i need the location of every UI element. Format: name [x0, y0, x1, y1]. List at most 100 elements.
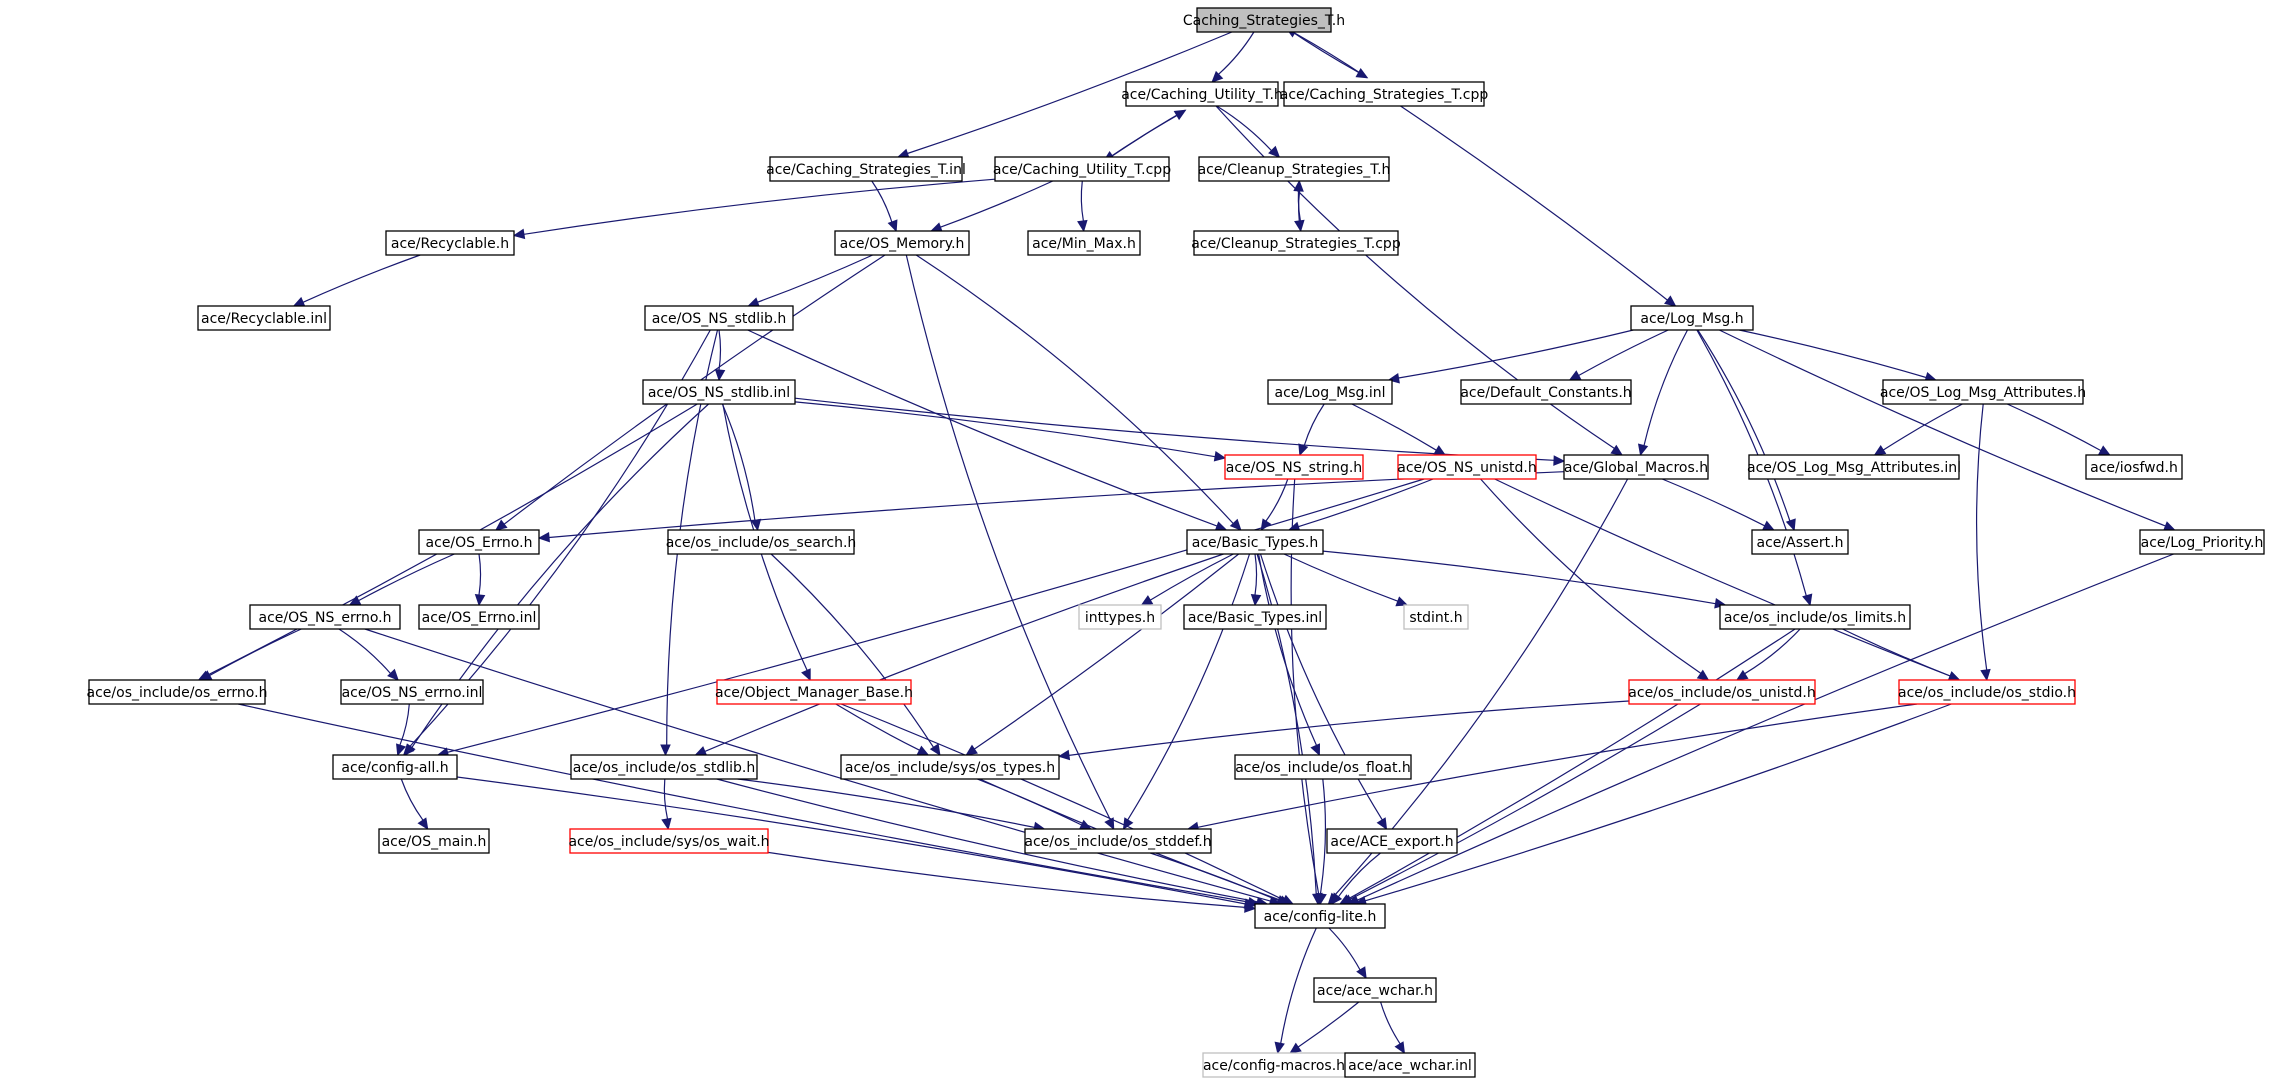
node-global-macros-h[interactable]: ace/Global_Macros.h	[1563, 454, 1709, 480]
arrowhead-basic_types_h-to-os_types_h	[965, 744, 978, 756]
node-caching-strategies-cpp[interactable]: ace/Caching_Strategies_T.cpp	[1280, 81, 1489, 107]
edge-os_include_errno_h-to-config_lite_h	[238, 703, 1250, 903]
arrowhead-config_all_h-to-os_main_h	[417, 817, 429, 831]
node-stdint-h: stdint.h	[1403, 604, 1469, 630]
node-iosfwd-h[interactable]: ace/iosfwd.h	[2085, 454, 2183, 480]
node-log-priority-h[interactable]: ace/Log_Priority.h	[2139, 529, 2265, 555]
node-os-ns-errno-h[interactable]: ace/OS_NS_errno.h	[249, 604, 401, 630]
node-os-memory-h[interactable]: ace/OS_Memory.h	[834, 230, 970, 256]
node-config-all-h[interactable]: ace/config-all.h	[332, 754, 458, 780]
edge-caching_utility_h-to-cleanup_h	[1216, 105, 1272, 152]
node-recyclable-h[interactable]: ace/Recyclable.h	[385, 230, 515, 256]
edge-config_all_h-to-config_lite_h	[456, 776, 1246, 905]
node-box	[569, 828, 769, 854]
edge-log_msg_h-to-os_log_msg_attr_h	[1739, 329, 1927, 379]
node-box	[1403, 604, 1469, 630]
node-os-stddef-h[interactable]: ace/os_include/os_stddef.h	[1024, 828, 1212, 854]
node-box	[1326, 828, 1458, 854]
edge-caching_utility_cpp-to-os_memory_h	[940, 180, 1054, 228]
node-label: ace/iosfwd.h	[2090, 460, 2178, 476]
edge-log_msg_inl-to-os_ns_string_h	[1303, 403, 1325, 447]
arrowhead-log_msg_inl-to-os_ns_string_h	[1298, 443, 1309, 457]
node-os-ns-errno-inl[interactable]: ace/OS_NS_errno.inl	[340, 679, 484, 705]
node-default-constants-h[interactable]: ace/Default_Constants.h	[1460, 379, 1632, 405]
node-box	[1628, 679, 1816, 705]
node-box	[1882, 379, 2084, 405]
node-os-include-stdlib-h[interactable]: ace/os_include/os_stdlib.h	[570, 754, 758, 780]
node-os-ns-stdlib-h[interactable]: ace/OS_NS_stdlib.h	[644, 305, 794, 331]
node-min-max-h[interactable]: ace/Min_Max.h	[1027, 230, 1141, 256]
node-root[interactable]: Caching_Strategies_T.h	[1183, 7, 1345, 33]
node-basic-types-h[interactable]: ace/Basic_Types.h	[1186, 529, 1324, 555]
node-os-log-msg-attr-inl[interactable]: ace/OS_Log_Msg_Attributes.inl	[1747, 454, 1961, 480]
node-os-errno-inl[interactable]: ace/OS_Errno.inl	[418, 604, 540, 630]
arrowhead-os_log_msg_attr_h-to-os_include_stdio_h	[1980, 668, 1991, 682]
node-log-msg-h[interactable]: ace/Log_Msg.h	[1630, 305, 1754, 331]
node-os-ns-string-h[interactable]: ace/OS_NS_string.h	[1224, 454, 1364, 480]
node-os-include-stdio-h[interactable]: ace/os_include/os_stdio.h	[1898, 679, 2076, 705]
arrowhead-os_log_msg_attr_h-to-os_log_msg_attr_inl	[1873, 444, 1887, 456]
node-box	[1183, 604, 1327, 630]
edge-log_msg_h-to-assert_h	[1697, 329, 1791, 522]
node-basic-types-inl[interactable]: ace/Basic_Types.inl	[1183, 604, 1327, 630]
node-box	[644, 305, 794, 331]
arrowhead-os_ns_errno_inl-to-config_all_h	[396, 743, 407, 757]
node-assert-h[interactable]: ace/Assert.h	[1751, 529, 1849, 555]
node-label: ace/config-all.h	[341, 760, 448, 776]
node-config-lite-h[interactable]: ace/config-lite.h	[1254, 903, 1386, 929]
edge-os_include_stdlib_h-to-os_wait_h	[663, 778, 669, 820]
node-label: ace/OS_NS_errno.inl	[342, 685, 483, 701]
node-label: ace/OS_NS_unistd.h	[1397, 460, 1537, 476]
edge-config_all_h-to-os_main_h	[400, 778, 424, 821]
node-os-main-h[interactable]: ace/OS_main.h	[378, 828, 490, 854]
node-ace-wchar-h[interactable]: ace/ace_wchar.h	[1313, 977, 1437, 1003]
node-label: ace/Caching_Utility_T.h	[1121, 87, 1283, 103]
node-box	[249, 604, 401, 630]
node-label: ace/os_include/os_stddef.h	[1024, 834, 1211, 850]
node-caching-utility-h[interactable]: ace/Caching_Utility_T.h	[1121, 81, 1283, 107]
arrowhead-log_msg_h-to-os_limits_h	[1802, 593, 1813, 607]
node-box	[385, 230, 515, 256]
node-box	[1283, 81, 1485, 107]
edge-caching_utility_cpp-to-min_max_h	[1080, 180, 1084, 222]
edge-os_errno_h-to-os_ns_errno_h	[358, 553, 455, 602]
arrowhead-caching_utility_h-to-cleanup_h	[1268, 145, 1281, 158]
node-label: ace/ace_wchar.inl	[1348, 1058, 1472, 1074]
node-box	[840, 754, 1060, 780]
node-ace-export-h[interactable]: ace/ACE_export.h	[1326, 828, 1458, 854]
node-recyclable-inl[interactable]: ace/Recyclable.inl	[197, 305, 331, 331]
node-os-wait-h[interactable]: ace/os_include/sys/os_wait.h	[568, 828, 770, 854]
node-object-manager-base-h[interactable]: ace/Object_Manager_Base.h	[715, 679, 913, 705]
edge-os_log_msg_attr_h-to-os_log_msg_attr_inl	[1882, 403, 1963, 451]
node-caching-utility-cpp[interactable]: ace/Caching_Utility_T.cpp	[993, 156, 1171, 182]
node-label: ace/os_include/sys/os_types.h	[845, 760, 1055, 776]
node-os-log-msg-attr-h[interactable]: ace/OS_Log_Msg_Attributes.h	[1880, 379, 2086, 405]
node-os-float-h[interactable]: ace/os_include/os_float.h	[1234, 754, 1412, 780]
node-os-include-unistd-h[interactable]: ace/os_include/os_unistd.h	[1628, 679, 1816, 705]
node-cleanup-h[interactable]: ace/Cleanup_Strategies_T.h	[1198, 156, 1391, 182]
node-caching-strategies-inl[interactable]: ace/Caching_Strategies_T.inl	[766, 156, 966, 182]
node-os-include-errno-h[interactable]: ace/os_include/os_errno.h	[87, 679, 268, 705]
arrowhead-os_include_unistd_h-to-os_types_h	[1057, 749, 1071, 761]
node-log-msg-inl[interactable]: ace/Log_Msg.inl	[1267, 379, 1393, 405]
node-cleanup-cpp[interactable]: ace/Cleanup_Strategies_T.cpp	[1191, 230, 1401, 256]
edge-ace_wchar_h-to-config_macros_h	[1297, 1001, 1360, 1048]
node-label: ace/Cleanup_Strategies_T.h	[1198, 162, 1391, 178]
edge-config_lite_h-to-ace_wchar_h	[1328, 927, 1361, 971]
edge-basic_types_h-to-os_types_h	[973, 553, 1240, 750]
node-ace-wchar-inl[interactable]: ace/ace_wchar.inl	[1344, 1052, 1476, 1078]
arrowhead-os_ns_stdlib_inl-to-os_ns_string_h	[1213, 451, 1227, 462]
edge-root-to-caching_utility_h	[1218, 31, 1255, 75]
node-os-types-h[interactable]: ace/os_include/sys/os_types.h	[840, 754, 1060, 780]
arrowhead-os_ns_unistd_h-to-os_include_unistd_h	[1696, 669, 1710, 681]
arrowhead-ace_wchar_h-to-ace_wchar_inl	[1394, 1041, 1406, 1055]
node-os-search-h[interactable]: ace/os_include/os_search.h	[666, 529, 857, 555]
arrowhead-os_ns_stdlib_inl-to-global_macros_h	[1553, 455, 1566, 466]
node-os-ns-unistd-h[interactable]: ace/OS_NS_unistd.h	[1397, 454, 1537, 480]
node-os-errno-h[interactable]: ace/OS_Errno.h	[418, 529, 540, 555]
node-os-limits-h[interactable]: ace/os_include/os_limits.h	[1719, 604, 1911, 630]
node-label: ace/os_include/os_stdlib.h	[573, 760, 755, 776]
node-box	[1125, 81, 1279, 107]
arrowhead-caching_utility_cpp-to-caching_utility_h	[1173, 109, 1187, 121]
node-os-ns-stdlib-inl[interactable]: ace/OS_NS_stdlib.inl	[642, 379, 796, 405]
